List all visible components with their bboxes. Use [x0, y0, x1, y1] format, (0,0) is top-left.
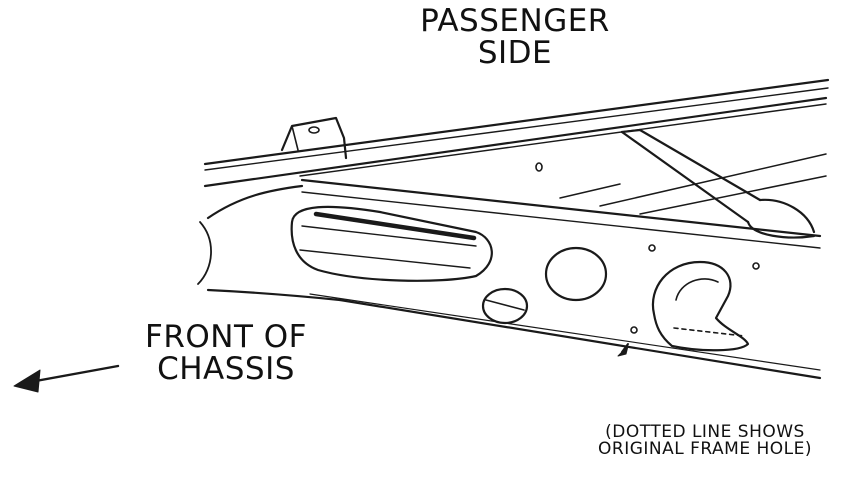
passenger-side-label: PASSENGER SIDE	[400, 3, 630, 71]
upper-rail-bottom-inner	[299, 103, 827, 177]
oval-frame-hole	[290, 205, 493, 282]
passenger-side-line-2: SIDE	[477, 34, 553, 71]
front-of-chassis-line-2: CHASSIS	[157, 350, 295, 387]
passenger-side-line-1: PASSENGER	[420, 3, 610, 39]
arrow-left-icon	[28, 364, 120, 384]
front-of-chassis-label: FRONT OF CHASSIS	[126, 319, 326, 387]
frame-front-curve	[206, 184, 304, 220]
mounting-bracket	[280, 116, 348, 160]
note-line-1: (DOTTED LINE SHOWS	[605, 422, 805, 442]
frame-bottom-edge	[338, 298, 822, 380]
upper-rail-top-inner	[204, 87, 829, 171]
front-of-chassis-line-1: FRONT OF	[145, 319, 307, 355]
upper-rail-bottom-edge	[203, 96, 828, 188]
cross-member-right-edge	[638, 128, 762, 202]
round-frame-hole-large	[544, 246, 608, 302]
note-line-2: ORIGINAL FRAME HOLE)	[598, 439, 812, 460]
frame-top-flange	[300, 178, 822, 238]
original-hole-dotted-line	[673, 327, 745, 337]
upper-rail-top-edge	[203, 78, 830, 166]
cross-member-left-edge	[620, 130, 750, 224]
frame-tab-bracket	[651, 260, 750, 352]
dotted-line-note: (DOTTED LINE SHOWS ORIGINAL FRAME HOLE)	[560, 422, 848, 460]
round-frame-hole-small	[481, 287, 529, 325]
